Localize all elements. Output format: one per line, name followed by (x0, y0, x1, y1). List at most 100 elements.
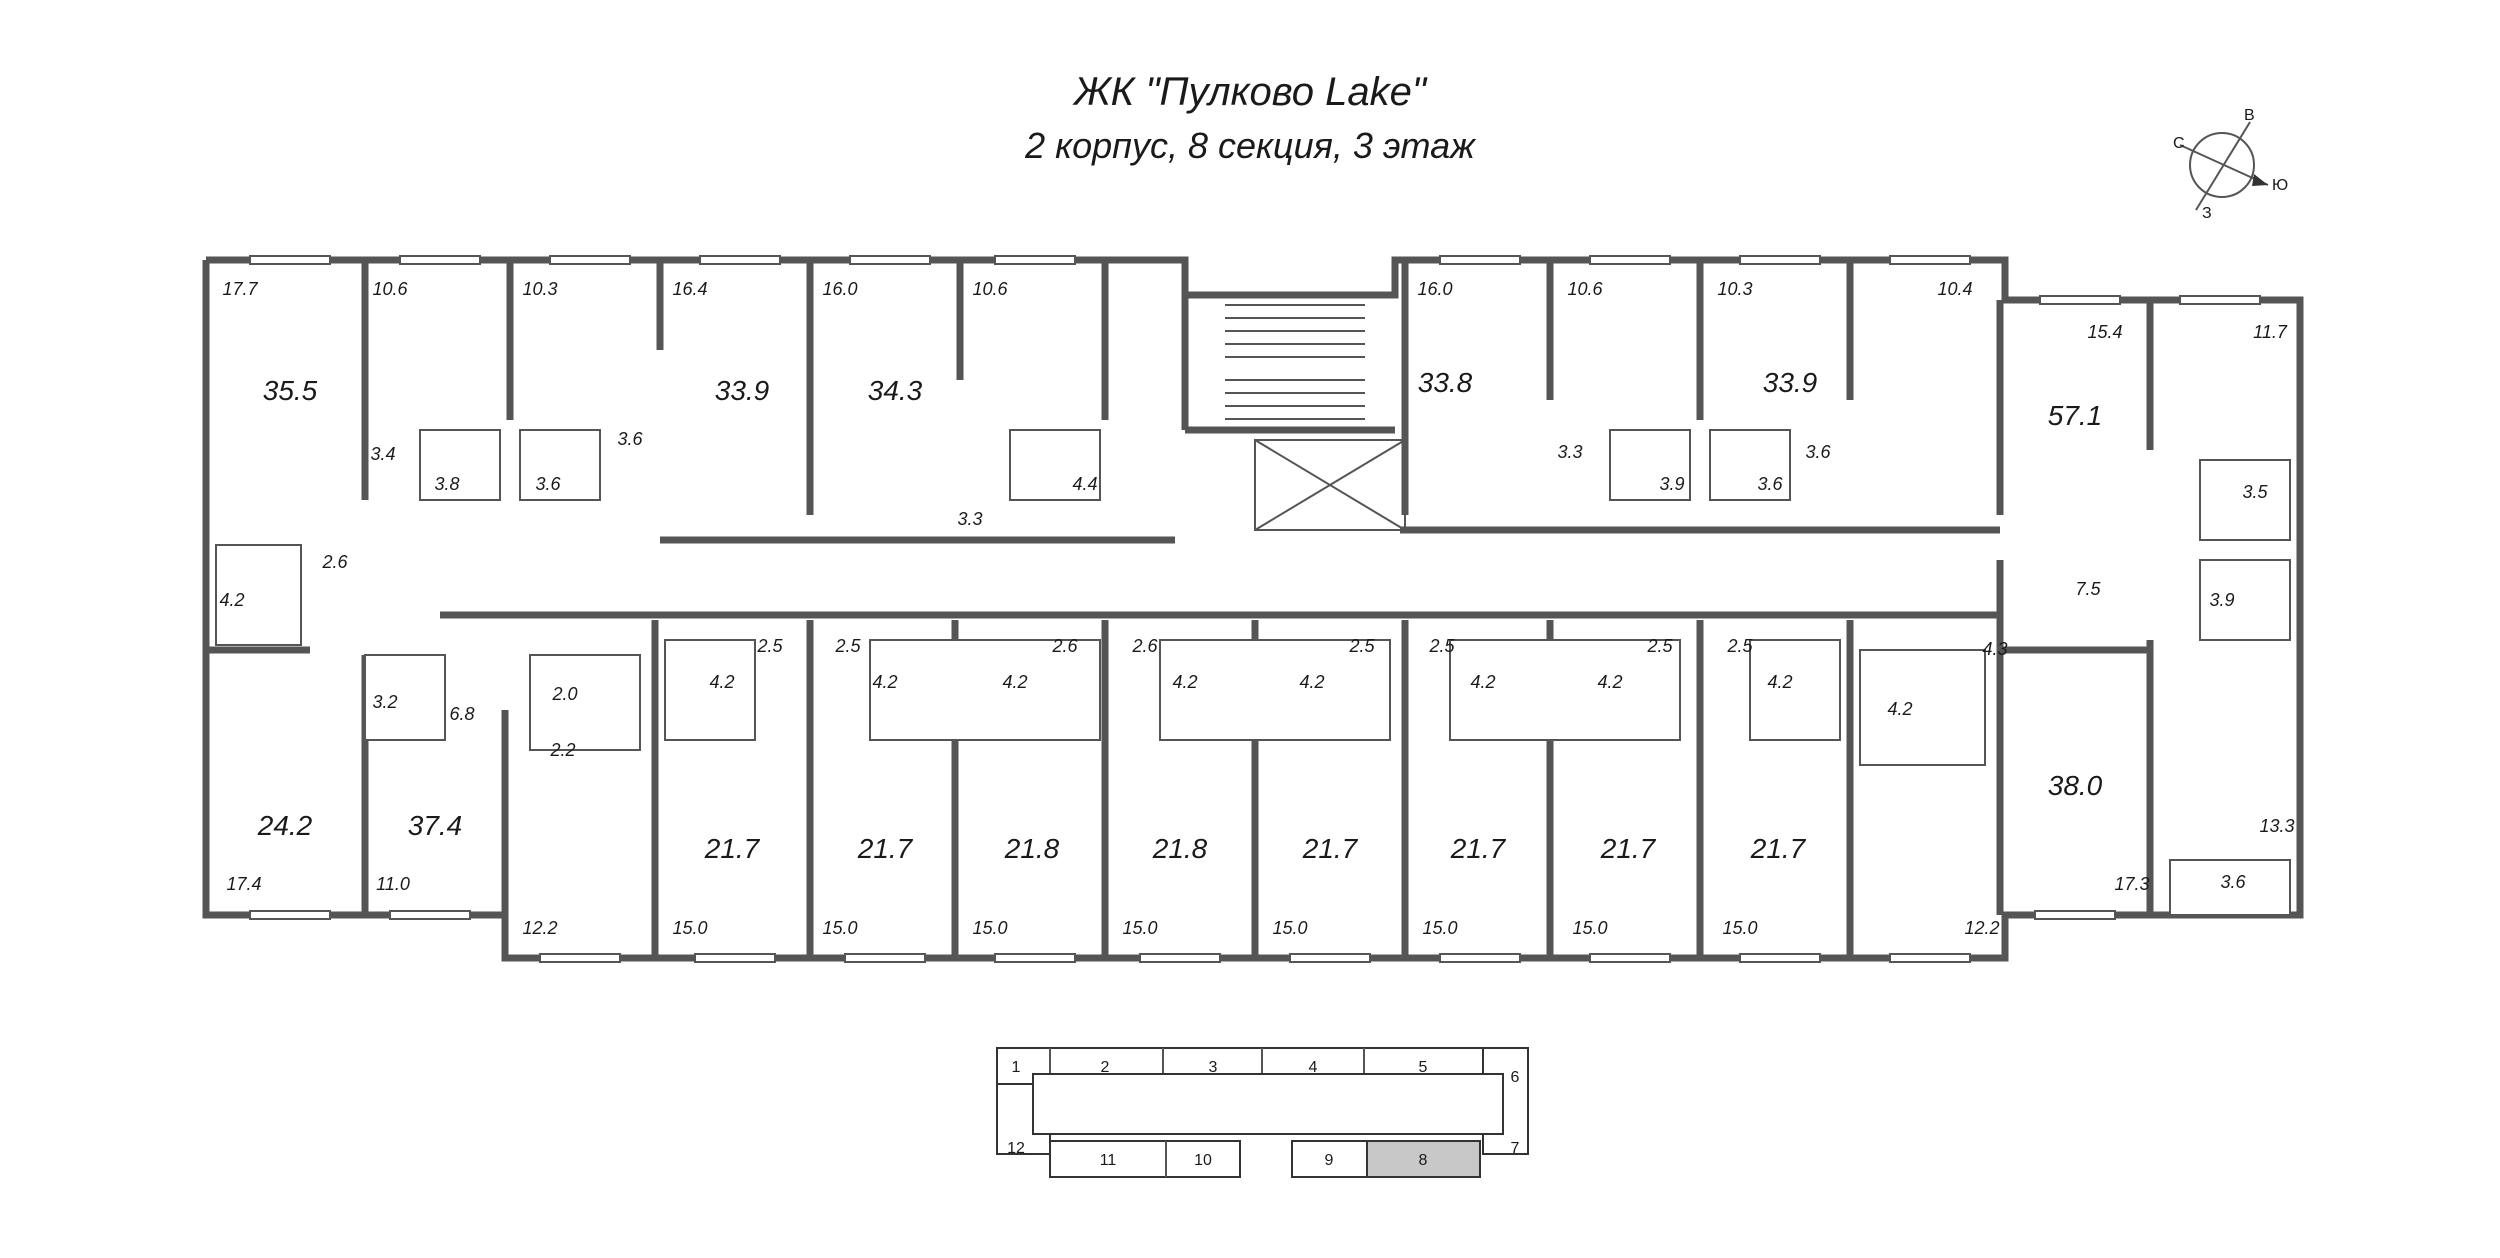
area-label: 3.6 (1805, 442, 1831, 462)
area-label: 4.2 (872, 672, 897, 692)
area-labels: 17.7 10.6 10.3 16.4 16.0 10.6 16.0 10.6 … (219, 279, 2294, 938)
apartment-total-area: 21.7 (1450, 833, 1507, 864)
area-label: 6.8 (449, 704, 474, 724)
area-label: 2.5 (756, 636, 783, 656)
apartment-total-area: 24.2 (257, 810, 313, 841)
area-label: 2.0 (551, 684, 577, 704)
area-label: 11.7 (2253, 322, 2288, 342)
section-label: 11 (1100, 1152, 1117, 1169)
area-label: 3.6 (2220, 872, 2246, 892)
area-label: 3.4 (370, 444, 395, 464)
area-label: 2.5 (1348, 636, 1375, 656)
area-label: 3.3 (957, 509, 982, 529)
apartment-total-area: 21.7 (704, 833, 761, 864)
area-label: 4.2 (1172, 672, 1197, 692)
area-label: 16.0 (822, 279, 857, 299)
area-label: 10.6 (372, 279, 408, 299)
area-label: 4.2 (1470, 672, 1495, 692)
area-label: 4.2 (219, 590, 244, 610)
area-label: 15.0 (1122, 918, 1157, 938)
section-label: 1 (1012, 1059, 1021, 1076)
area-label: 4.3 (1982, 639, 2007, 659)
area-label: 10.6 (972, 279, 1008, 299)
area-label: 4.2 (709, 672, 734, 692)
section-label: 2 (1101, 1059, 1110, 1076)
area-label: 11.0 (376, 874, 410, 894)
area-label: 10.3 (522, 279, 557, 299)
compass-north-label: С (2173, 135, 2185, 152)
area-label: 10.6 (1567, 279, 1603, 299)
area-label: 4.4 (1072, 474, 1097, 494)
area-label: 3.6 (1757, 474, 1783, 494)
section-label: 5 (1419, 1059, 1428, 1076)
area-label: 16.0 (1417, 279, 1452, 299)
apartment-total-area: 33.8 (1418, 367, 1473, 398)
section-label: 9 (1325, 1152, 1334, 1169)
area-label: 3.6 (535, 474, 561, 494)
area-label: 17.7 (222, 279, 258, 299)
compass-east-label: В (2244, 107, 2255, 124)
area-label: 4.2 (1002, 672, 1027, 692)
area-label: 12.2 (522, 918, 557, 938)
area-label: 3.8 (434, 474, 459, 494)
complex-title: ЖК "Пулково Lake" (1073, 70, 1427, 114)
compass-south-label: Ю (2272, 177, 2288, 194)
apartment-total-area: 34.3 (868, 375, 923, 406)
outer-walls (202, 256, 2304, 962)
apartment-total-area: 38.0 (2048, 770, 2103, 801)
area-label: 4.2 (1597, 672, 1622, 692)
apartment-total-area: 33.9 (715, 375, 770, 406)
bathroom-fixtures (215, 429, 2291, 916)
area-label: 4.2 (1299, 672, 1324, 692)
area-label: 2.5 (1646, 636, 1673, 656)
area-label: 2.2 (549, 740, 575, 760)
apartment-total-area: 37.4 (408, 810, 463, 841)
area-label: 2.6 (321, 552, 348, 572)
area-label: 15.0 (1272, 918, 1307, 938)
area-label: 15.0 (1572, 918, 1607, 938)
area-label: 3.9 (1659, 474, 1684, 494)
apartment-total-area: 21.7 (1600, 833, 1657, 864)
area-label: 13.3 (2259, 816, 2294, 836)
area-label: 10.4 (1937, 279, 1972, 299)
area-label: 15.0 (1422, 918, 1457, 938)
area-label: 17.4 (226, 874, 261, 894)
area-label: 17.3 (2114, 874, 2149, 894)
area-label: 16.4 (672, 279, 707, 299)
area-label: 15.0 (822, 918, 857, 938)
compass-rose: С В Ю З (2173, 107, 2288, 222)
area-label: 2.5 (834, 636, 861, 656)
section-label: 3 (1209, 1059, 1218, 1076)
area-label: 2.6 (1051, 636, 1078, 656)
area-label: 4.2 (1887, 699, 1912, 719)
section-label: 8 (1419, 1152, 1428, 1169)
area-label: 2.6 (1131, 636, 1158, 656)
floor-subtitle: 2 корпус, 8 секция, 3 этаж (1025, 125, 1475, 166)
area-label: 15.0 (672, 918, 707, 938)
area-label: 10.3 (1717, 279, 1752, 299)
section-label: 12 (1007, 1140, 1025, 1157)
area-label: 4.2 (1767, 672, 1792, 692)
section-label: 10 (1194, 1152, 1212, 1169)
area-label: 12.2 (1964, 918, 1999, 938)
compass-west-label: З (2202, 205, 2212, 222)
section-key-plan: 1 2 3 4 5 6 7 8 9 10 11 12 (996, 1047, 1529, 1178)
apartment-total-area: 21.8 (1152, 833, 1208, 864)
apartment-total-area: 35.5 (263, 375, 318, 406)
area-label: 15.0 (1722, 918, 1757, 938)
section-label: 6 (1511, 1069, 1520, 1086)
area-label: 7.5 (2075, 579, 2101, 599)
area-label: 3.6 (617, 429, 643, 449)
area-label: 2.5 (1428, 636, 1455, 656)
section-label: 4 (1309, 1059, 1318, 1076)
area-label: 3.2 (372, 692, 397, 712)
highlighted-section-8 (1366, 1140, 1481, 1178)
windows (249, 255, 2261, 963)
area-label: 15.0 (972, 918, 1007, 938)
apartment-total-area: 21.7 (1750, 833, 1807, 864)
apartment-total-area: 21.7 (1302, 833, 1359, 864)
section-label: 7 (1511, 1140, 1520, 1157)
apartment-total-area: 57.1 (2048, 400, 2103, 431)
